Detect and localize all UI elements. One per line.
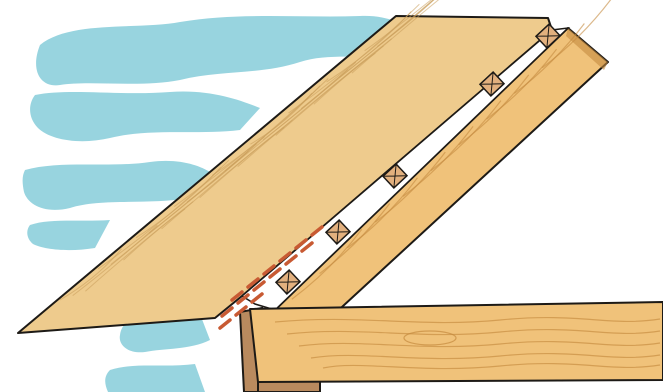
marker-dash xyxy=(218,318,232,330)
rafter-grain-line xyxy=(541,0,612,69)
marker-dash xyxy=(310,225,324,237)
sheathing-grain-line xyxy=(377,0,435,47)
marker-dash xyxy=(252,280,266,292)
dashed-edge-markers xyxy=(218,225,324,330)
marker-dash xyxy=(246,277,260,289)
joist-knot xyxy=(403,330,457,346)
spacer-blocks xyxy=(274,22,562,296)
ceiling-joist xyxy=(249,301,663,383)
sky-clouds xyxy=(22,15,410,392)
spacer-block xyxy=(274,268,302,296)
joist-grain-line xyxy=(286,328,661,336)
marker-dash xyxy=(250,292,264,304)
spacer-block xyxy=(324,218,352,246)
rafter xyxy=(274,0,612,319)
spacer-block xyxy=(534,22,562,50)
marker-dash xyxy=(268,267,282,279)
marker-dash xyxy=(262,264,276,276)
marker-dash xyxy=(294,238,308,250)
marker-dash xyxy=(300,241,314,253)
sheathing-grain xyxy=(59,0,440,301)
sheathing-grain-line xyxy=(275,45,384,136)
sheathing-grain-line xyxy=(250,92,313,145)
sheathing-grain-line xyxy=(351,0,440,74)
marker-dash xyxy=(284,254,298,266)
rafter-grain xyxy=(291,0,612,300)
sheathing-grain-line xyxy=(364,0,432,52)
spacer-block xyxy=(381,162,409,190)
marker-dash xyxy=(230,290,244,302)
sheathing-grain-line xyxy=(326,11,412,83)
joist-grain-line xyxy=(310,352,661,360)
joist-grain xyxy=(274,316,661,370)
sheathing-grain-line xyxy=(85,201,194,292)
joist-grain-line xyxy=(298,340,661,348)
joist-grain-line xyxy=(322,362,661,370)
spacer-block xyxy=(478,70,506,98)
marker-dash xyxy=(278,251,292,263)
marker-dash xyxy=(234,305,248,317)
joist-grain-line xyxy=(274,316,661,324)
sheathing-grain-line xyxy=(59,248,122,301)
marker-dash xyxy=(236,293,250,305)
marker-dash xyxy=(220,306,234,318)
sheathing-grain-line xyxy=(186,150,249,203)
